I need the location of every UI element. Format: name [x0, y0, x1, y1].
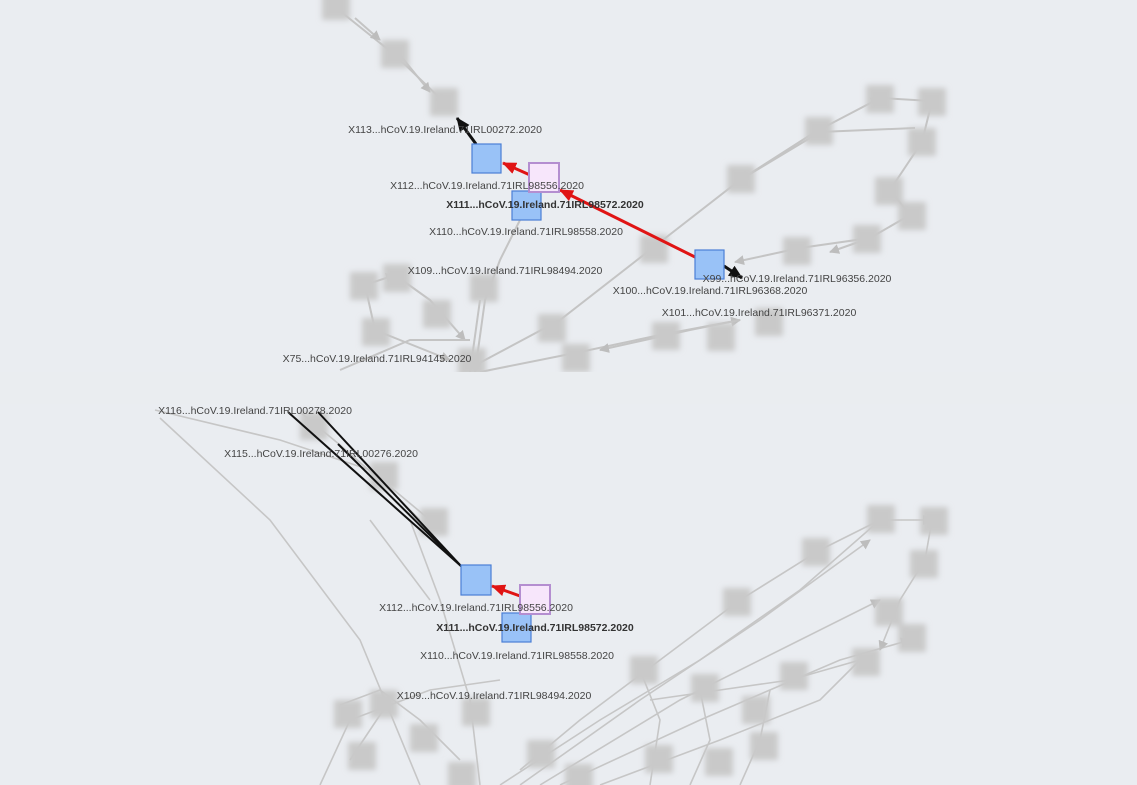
edge-x99-x100	[723, 264, 743, 280]
edge-x112-x116b	[317, 411, 463, 568]
edge-x99-x111	[559, 188, 698, 260]
node-x111-selected[interactable]	[528, 162, 560, 193]
edge-x112-x116	[287, 411, 463, 568]
node-label-x111: X111...hCoV.19.Ireland.71IRL98572.2020	[436, 622, 634, 634]
edge-x111-x112	[502, 161, 531, 177]
faded-nodes	[300, 412, 948, 785]
edge-x111-x112	[491, 584, 521, 598]
highlight-edges	[287, 411, 521, 598]
edge-x112-x115	[337, 443, 463, 568]
node-label-x112: X112...hCoV.19.Ireland.71IRL98556.2020	[390, 180, 584, 192]
panel-divider	[0, 372, 1137, 404]
node-label-x100: X100...hCoV.19.Ireland.71IRL96368.2020	[613, 285, 808, 297]
node-label-x116: X116...hCoV.19.Ireland.71IRL00278.2020	[158, 405, 352, 417]
node-label-x115: X115...hCoV.19.Ireland.71IRL00276.2020	[224, 448, 418, 460]
node-label-x110: X110...hCoV.19.Ireland.71IRL98558.2020	[429, 226, 623, 238]
node-x112[interactable]	[471, 143, 502, 174]
graph-panel-top[interactable]: X113...hCoV.19.Ireland.71IRL00272.2020 X…	[0, 0, 1137, 372]
graph-canvas-top[interactable]: X113...hCoV.19.Ireland.71IRL00272.2020 X…	[0, 0, 1137, 372]
node-label-x112: X112...hCoV.19.Ireland.71IRL98556.2020	[379, 602, 573, 614]
node-label-x111: X111...hCoV.19.Ireland.71IRL98572.2020	[446, 199, 644, 211]
node-x110[interactable]	[501, 612, 532, 643]
node-label-x101: X101...hCoV.19.Ireland.71IRL96371.2020	[662, 307, 857, 319]
node-label-x75: X75...hCoV.19.Ireland.71IRL94145.2020	[283, 353, 472, 365]
node-label-x113: X113...hCoV.19.Ireland.71IRL00272.2020	[348, 124, 542, 136]
node-label-x110: X110...hCoV.19.Ireland.71IRL98558.2020	[420, 650, 614, 662]
node-x110[interactable]	[511, 190, 542, 221]
highlight-edges	[455, 117, 743, 280]
node-label-x109: X109...hCoV.19.Ireland.71IRL98494.2020	[397, 690, 592, 702]
node-label-x99: X99...hCoV.19.Ireland.71IRL96356.2020	[703, 273, 892, 285]
graph-canvas-bottom[interactable]: X116...hCoV.19.Ireland.71IRL00278.2020 X…	[0, 404, 1137, 785]
node-label-x109: X109...hCoV.19.Ireland.71IRL98494.2020	[408, 265, 603, 277]
node-x112[interactable]	[460, 564, 492, 596]
node-x111-selected[interactable]	[519, 584, 551, 615]
faded-nodes	[322, 0, 946, 372]
node-x99[interactable]	[694, 249, 725, 280]
graph-panel-bottom[interactable]: X116...hCoV.19.Ireland.71IRL00278.2020 X…	[0, 404, 1137, 785]
edge-x112-x113	[455, 117, 478, 145]
